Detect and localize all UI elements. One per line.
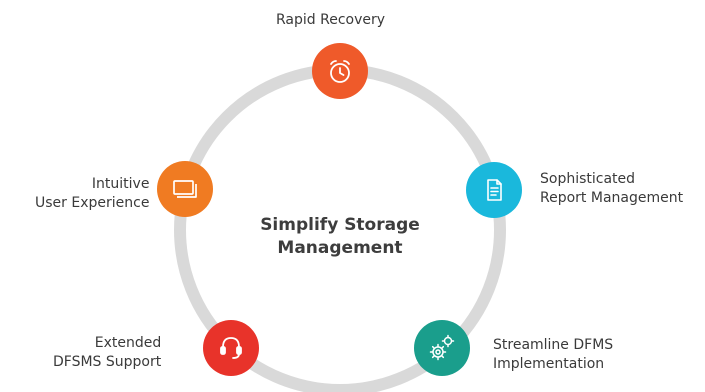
label-rapid-recovery: Rapid Recovery <box>276 11 385 30</box>
label-intuitive-ux-line-1: Intuitive <box>91 176 150 192</box>
label-intuitive-ux: Intuitive User Experience <box>35 175 149 213</box>
label-rapid-recovery-line-1: Rapid Recovery <box>276 12 386 28</box>
label-sophisticated-report: Sophisticated Report Management <box>540 170 683 208</box>
label-streamline-dfsms-line-2: Implementation <box>493 356 605 372</box>
label-intuitive-ux-line-2: User Experience <box>35 195 150 211</box>
node-intuitive-ux <box>157 161 213 217</box>
label-extended-dfsms-line-1: Extended <box>94 335 162 351</box>
label-sophisticated-report-line-1: Sophisticated <box>540 171 636 187</box>
node-extended-dfsms <box>203 320 259 376</box>
node-rapid-recovery <box>312 43 368 99</box>
label-streamline-dfsms-line-1: Streamline DFMS <box>493 337 614 353</box>
node-sophisticated-report <box>466 162 522 218</box>
label-streamline-dfsms: Streamline DFMS Implementation <box>493 336 613 374</box>
center-title: Simplify Storage Management <box>230 214 450 260</box>
gears-icon <box>429 334 455 361</box>
alarm-clock-icon <box>330 60 350 83</box>
headset-icon <box>220 337 242 359</box>
node-circle-extended-dfsms <box>203 320 259 376</box>
document-icon <box>487 179 502 201</box>
windows-icon <box>173 180 197 198</box>
node-streamline-dfsms <box>414 320 470 376</box>
node-circle-intuitive-ux <box>157 161 213 217</box>
center-title-line-2: Management <box>277 238 403 258</box>
label-extended-dfsms: Extended DFSMS Support <box>53 334 161 372</box>
node-circle-sophisticated-report <box>466 162 522 218</box>
center-title-line-1: Simplify Storage <box>260 215 420 235</box>
label-sophisticated-report-line-2: Report Management <box>540 190 684 206</box>
label-extended-dfsms-line-2: DFSMS Support <box>53 354 162 370</box>
